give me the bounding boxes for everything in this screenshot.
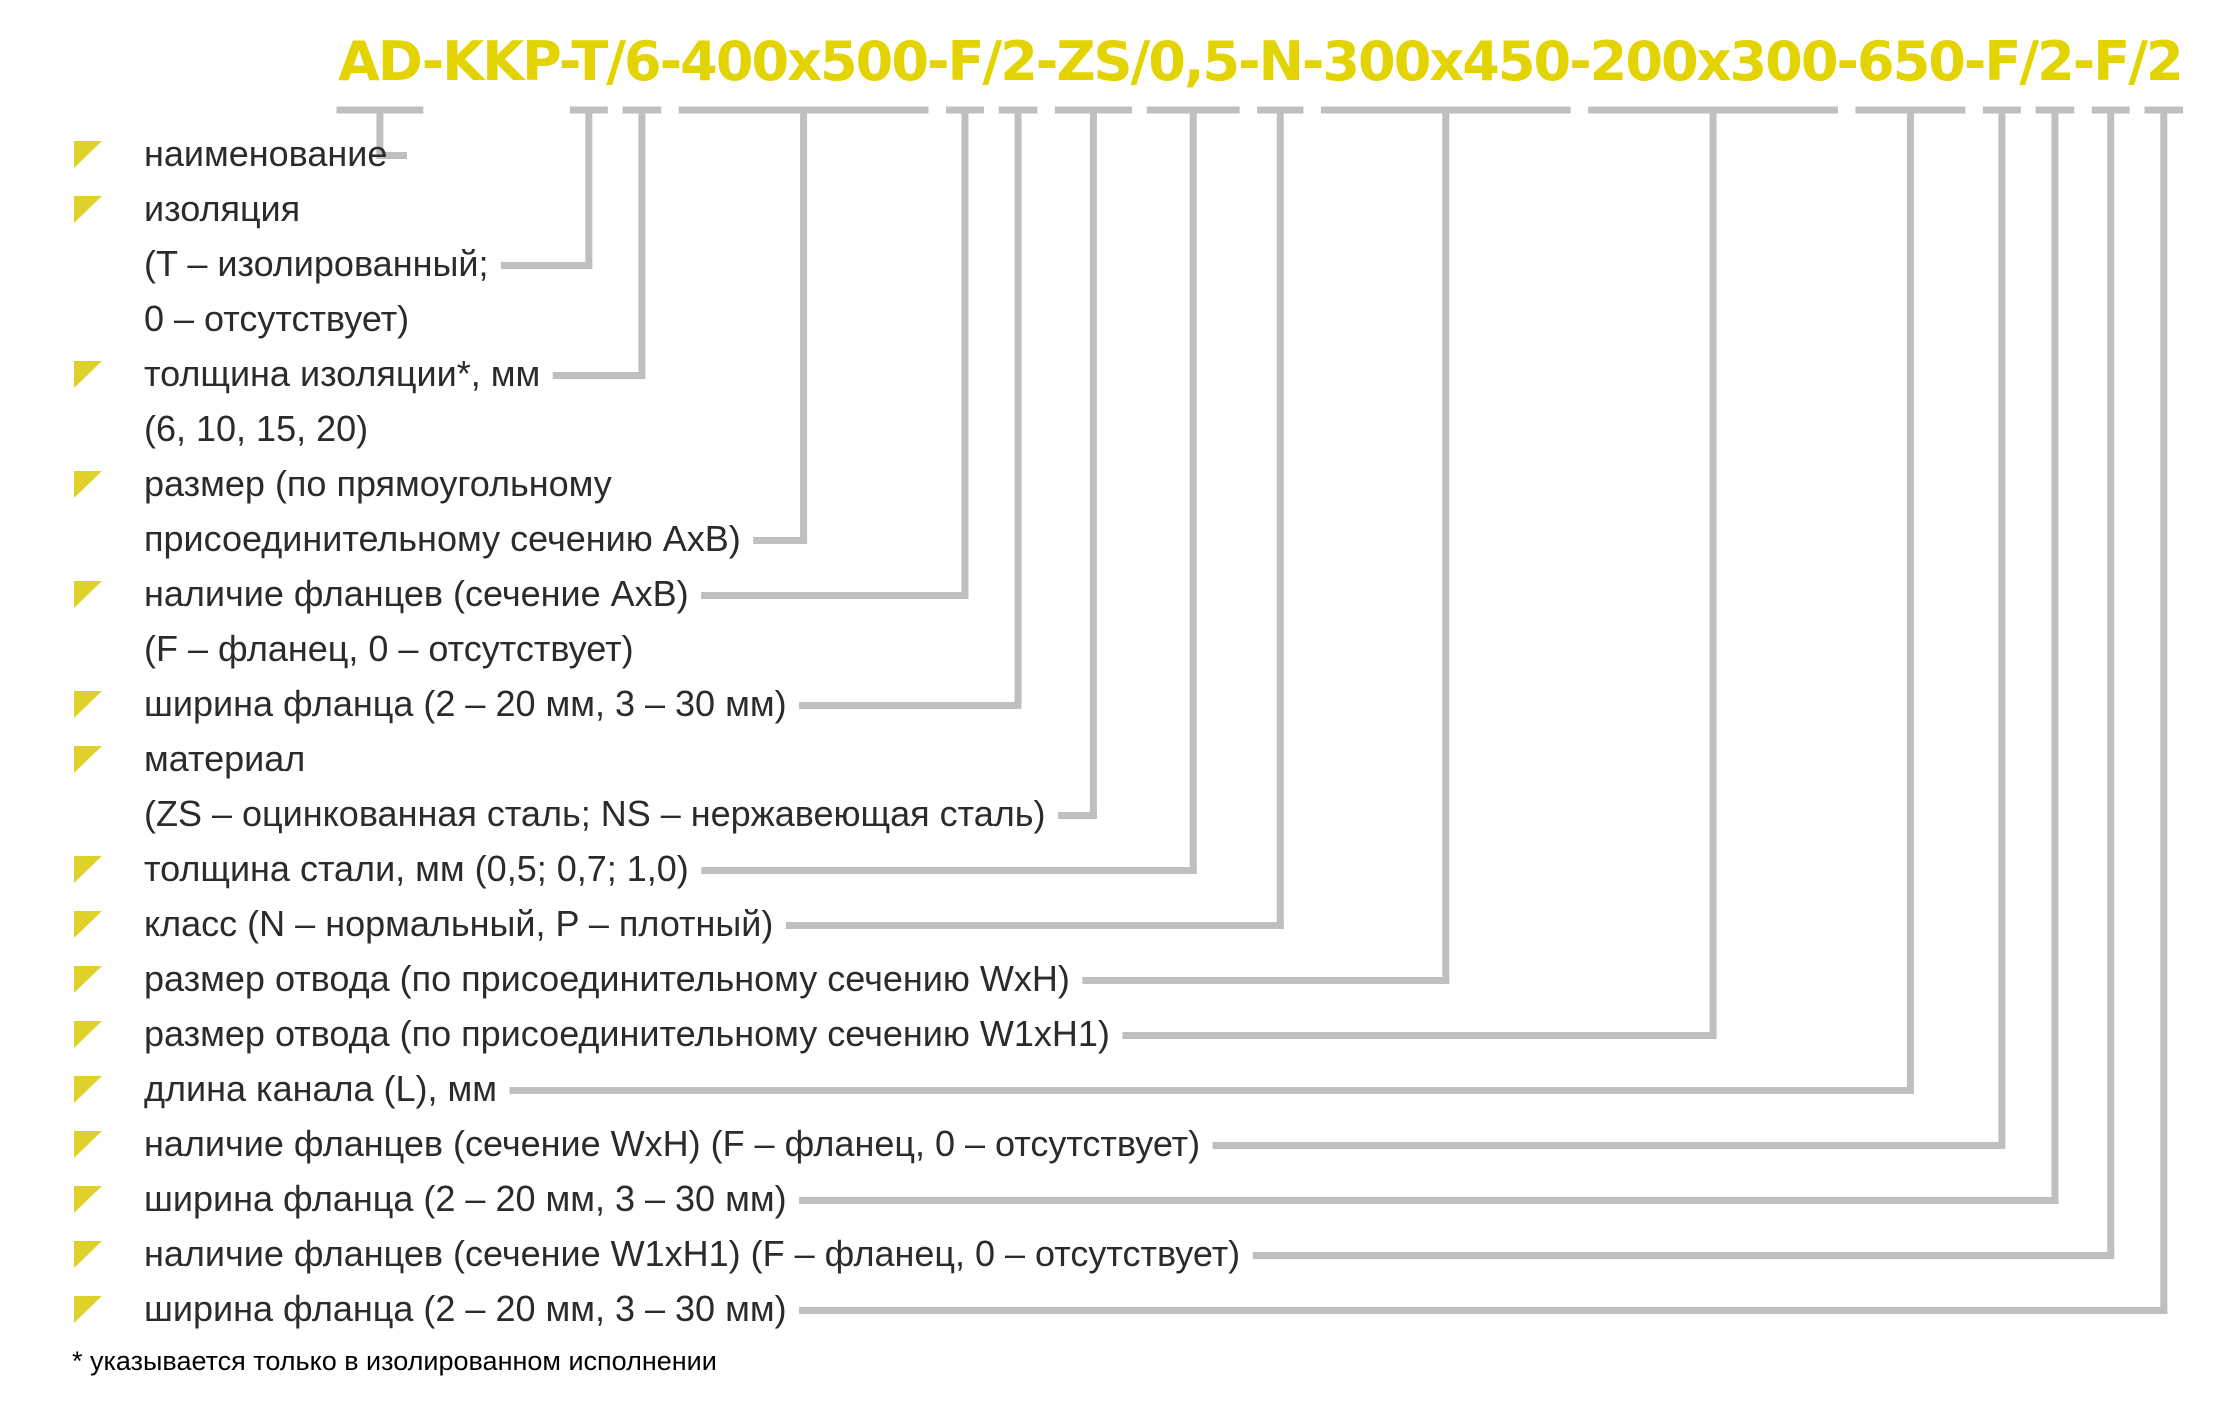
legend-item-label: класс (N – нормальный, P – плотный)	[144, 902, 773, 946]
legend-text: (T – изолированный;	[144, 243, 489, 284]
code-segment: /	[2128, 30, 2148, 93]
product-code: AD-KKP-T/6-400x500-F/2-ZS/0,5-N-300x450-…	[338, 20, 2184, 104]
legend-text: размер отвода (по присоединительному сеч…	[144, 958, 1070, 999]
code-segment: /	[1130, 30, 1151, 93]
legend-text: материал	[144, 738, 306, 779]
legend-text: изоляция	[144, 188, 301, 229]
legend-item-label: наличие фланцев (сечение AxB)	[144, 572, 689, 616]
triangle-bullet-icon	[74, 1076, 102, 1103]
legend-text: ширина фланца (2 – 20 мм, 3 – 30 мм)	[144, 683, 787, 724]
code-segment: -	[421, 30, 445, 93]
triangle-bullet-icon	[74, 1131, 102, 1158]
code-segment: F	[1984, 30, 2021, 93]
code-segment: -	[1238, 30, 1261, 93]
code-segment: -	[1301, 30, 1325, 93]
triangle-bullet-icon	[74, 856, 102, 883]
triangle-bullet-icon	[74, 361, 102, 388]
legend-text: наличие фланцев (сечение WxH) (F – флане…	[144, 1123, 1201, 1164]
legend-item-label: изоляция	[144, 187, 300, 231]
legend-item-label: материал	[144, 737, 305, 781]
code-segment: -	[1035, 30, 1059, 93]
code-segment: 0,5	[1148, 30, 1240, 93]
legend-item-detail: (T – изолированный;	[144, 242, 488, 286]
legend-text: наличие фланцев (сечение AxB)	[144, 573, 689, 614]
code-segment: F	[947, 30, 984, 93]
legend-item-label: наличие фланцев (сечение WxH) (F – флане…	[144, 1122, 1200, 1166]
legend-text: размер отвода (по присоединительному сеч…	[144, 1013, 1110, 1054]
legend-item-label: ширина фланца (2 – 20 мм, 3 – 30 мм)	[144, 1287, 787, 1331]
legend-item-detail: (ZS – оцинкованная сталь; NS – нержавеющ…	[144, 792, 1046, 836]
legend-item-label: толщина стали, мм (0,5; 0,7; 1,0)	[144, 847, 689, 891]
legend-item-detail: присоединительному сечению AxB)	[144, 517, 741, 561]
legend-item-label: ширина фланца (2 – 20 мм, 3 – 30 мм)	[144, 1177, 787, 1221]
legend-item-label: наименование	[144, 132, 387, 176]
code-segment: /	[982, 30, 1002, 93]
code-segment: T	[571, 30, 608, 93]
legend-text: 0 – отсутствует)	[144, 298, 410, 339]
code-segment: -	[2072, 30, 2096, 93]
code-segment: 300x450	[1322, 30, 1571, 93]
legend-text: толщина изоляции*, мм	[144, 353, 541, 394]
triangle-bullet-icon	[74, 966, 102, 993]
legend-item-label: размер отвода (по присоединительному сеч…	[144, 957, 1070, 1001]
triangle-bullet-icon	[74, 1186, 102, 1213]
triangle-bullet-icon	[74, 691, 102, 718]
legend-text: ширина фланца (2 – 20 мм, 3 – 30 мм)	[144, 1288, 787, 1329]
code-segment: 200x300	[1589, 30, 1839, 93]
triangle-bullet-icon	[74, 1021, 102, 1048]
legend-text: длина канала (L), мм	[144, 1068, 498, 1109]
triangle-bullet-icon	[74, 911, 102, 938]
code-segment: -	[926, 30, 950, 93]
legend-text: (6, 10, 15, 20)	[144, 408, 369, 449]
code-segment: /	[606, 30, 626, 93]
code-segment: /	[2019, 30, 2039, 93]
legend-item-detail: (F – фланец, 0 – отсутствует)	[144, 627, 634, 671]
code-segment: 2	[2037, 30, 2075, 93]
code-segment: N	[1258, 30, 1304, 93]
triangle-bullet-icon	[74, 141, 102, 168]
code-segment: 6	[624, 30, 662, 93]
triangle-bullet-icon	[74, 1296, 102, 1323]
legend-item-detail: (6, 10, 15, 20)	[144, 407, 368, 451]
legend-text: присоединительному сечению AxB)	[144, 518, 741, 559]
triangle-bullet-icon	[74, 1241, 102, 1268]
code-segment: 2	[2145, 30, 2184, 93]
code-segment: F	[2093, 30, 2130, 93]
code-segment: -	[1963, 30, 1987, 93]
legend-text: толщина стали, мм (0,5; 0,7; 1,0)	[144, 848, 689, 889]
code-segment: 2	[1000, 30, 1038, 93]
legend-text: размер (по прямоугольному	[144, 463, 612, 504]
legend-text: (ZS – оцинкованная сталь; NS – нержавеющ…	[144, 793, 1046, 834]
legend-item-label: размер отвода (по присоединительному сеч…	[144, 1012, 1110, 1056]
legend-text: наименование	[144, 133, 388, 174]
code-segment: 400x500	[680, 30, 929, 93]
triangle-bullet-icon	[74, 196, 102, 223]
code-segment: KKP	[442, 30, 561, 93]
triangle-bullet-icon	[74, 471, 102, 498]
legend-text: наличие фланцев (сечение W1xH1) (F – фла…	[144, 1233, 1241, 1274]
triangle-bullet-icon	[74, 581, 102, 608]
legend-text: класс (N – нормальный, P – плотный)	[144, 903, 774, 944]
code-segment: 650	[1856, 30, 1966, 93]
legend-item-label: толщина изоляции*, мм	[144, 352, 540, 396]
legend-item-label: наличие фланцев (сечение W1xH1) (F – фла…	[144, 1232, 1240, 1276]
legend-item-label: ширина фланца (2 – 20 мм, 3 – 30 мм)	[144, 682, 787, 726]
code-segment: -	[659, 30, 683, 93]
legend-text: (F – фланец, 0 – отсутствует)	[144, 628, 634, 669]
code-segment: ZS	[1056, 30, 1132, 93]
code-segment: -	[1569, 30, 1592, 93]
legend-item-label: длина канала (L), мм	[144, 1067, 497, 1111]
code-segment: -	[558, 30, 573, 93]
legend-text: ширина фланца (2 – 20 мм, 3 – 30 мм)	[144, 1178, 787, 1219]
triangle-bullet-icon	[74, 746, 102, 773]
code-segment: AD	[338, 30, 424, 93]
code-segment: -	[1836, 30, 1859, 93]
legend-item-detail: 0 – отсутствует)	[144, 297, 409, 341]
legend-item-label: размер (по прямоугольному	[144, 462, 612, 506]
footnote: * указывается только в изолированном исп…	[72, 1346, 717, 1376]
